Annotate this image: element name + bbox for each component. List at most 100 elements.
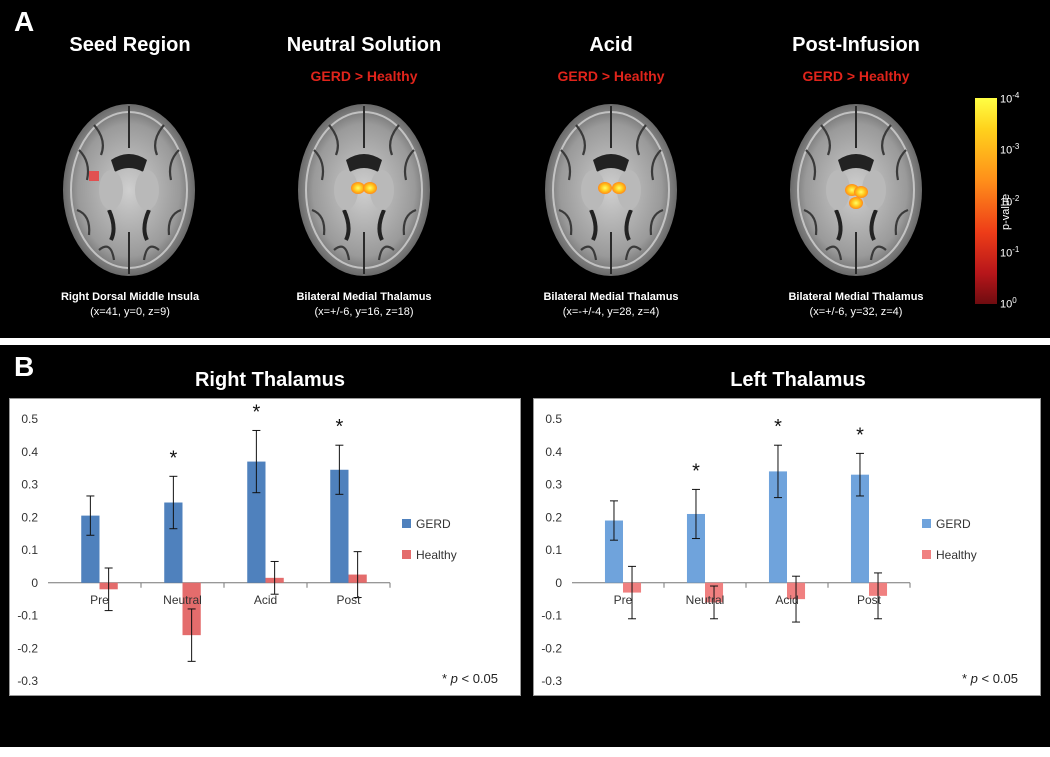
column-subtitle-acid: GERD > Healthy: [557, 68, 665, 84]
y-tick-label: 0.5: [21, 412, 38, 426]
brain-ventricle: [107, 209, 151, 241]
activation-cluster: [849, 197, 863, 209]
bar-gerd: [604, 520, 623, 583]
y-tick-label: 0.1: [545, 543, 562, 557]
brain-label-neutral: Bilateral Medial Thalamus (x=+/-6, y=16,…: [244, 290, 484, 320]
x-tick-label: Acid: [254, 593, 277, 607]
brain-ventricle: [838, 154, 874, 172]
x-tick-label: Post: [857, 593, 882, 607]
legend-label-healthy: Healthy: [936, 548, 977, 562]
brain-sulcus: [333, 245, 351, 261]
y-tick-label: -0.2: [17, 641, 38, 655]
colorbar-tick-label: 10-3: [1000, 142, 1020, 157]
region-name: Bilateral Medial Thalamus: [788, 291, 924, 303]
activation-cluster: [612, 182, 626, 194]
brain-nucleus: [99, 170, 123, 210]
brain-sulcus: [93, 124, 104, 156]
brain-sulcus: [895, 149, 907, 181]
brain-slice-seed: [59, 100, 199, 280]
significance-marker: *: [774, 416, 782, 438]
brain-sulcus: [402, 208, 417, 236]
chart-title-left-thalamus: Left Thalamus: [730, 369, 866, 391]
x-tick-label: Neutral: [163, 593, 202, 607]
brain-label-seed: Right Dorsal Middle Insula (x=41, y=0, z…: [10, 290, 250, 320]
brain-nucleus: [370, 170, 394, 210]
bar-gerd: [164, 502, 183, 583]
bar-gerd: [686, 513, 705, 583]
column-subtitle-neutral: GERD > Healthy: [310, 68, 418, 84]
legend-swatch-healthy: [402, 550, 411, 559]
bar-gerd: [81, 515, 100, 583]
brain-sulcus: [403, 149, 415, 181]
colorbar-tick-label: 100: [1000, 296, 1017, 311]
significance-marker: *: [856, 424, 864, 446]
column-title-seed: Seed Region: [69, 34, 191, 56]
brain-ventricle: [111, 154, 147, 172]
y-tick-label: 0.3: [545, 478, 562, 492]
activation-cluster: [854, 186, 868, 198]
brain-label-post: Bilateral Medial Thalamus (x=+/-6, y=32,…: [736, 290, 976, 320]
brain-ventricle: [593, 154, 629, 172]
brain-slice-acid: [541, 100, 681, 280]
chart-title-right-thalamus: Right Thalamus: [194, 369, 345, 391]
region-name: Bilateral Medial Thalamus: [543, 291, 679, 303]
brain-slice-neutral: [294, 100, 434, 280]
brain-sulcus: [580, 245, 598, 261]
brain-sulcus: [168, 149, 180, 181]
brain-ventricle: [342, 209, 386, 241]
region-name: Bilateral Medial Thalamus: [296, 291, 432, 303]
region-name: Right Dorsal Middle Insula: [60, 291, 200, 303]
bar-gerd: [247, 461, 266, 583]
colorbar-tick-label: 10-2: [1000, 194, 1020, 209]
y-tick-label: -0.1: [17, 609, 38, 623]
brain-slice-post: [786, 100, 926, 280]
y-tick-label: 0.3: [21, 478, 38, 492]
brain-sulcus: [881, 124, 892, 156]
region-coords: (x=+/-6, y=16, z=18): [314, 306, 414, 318]
column-title-neutral: Neutral Solution: [286, 34, 442, 56]
brain-slice-image: [790, 104, 922, 276]
x-tick-label: Neutral: [686, 593, 725, 607]
brain-slice-image: [298, 104, 430, 276]
brain-sulcus: [803, 208, 818, 236]
brain-sulcus: [311, 208, 326, 236]
brain-sulcus: [805, 149, 817, 181]
colorbar-tick-label: 10-4: [1000, 91, 1020, 106]
y-tick-label: 0: [31, 576, 38, 590]
brain-sulcus: [560, 149, 572, 181]
y-tick-label: 0.1: [21, 543, 38, 557]
brain-sulcus: [825, 245, 843, 261]
brain-sulcus: [377, 245, 395, 261]
x-tick-label: Pre: [614, 593, 633, 607]
legend-label-healthy: Healthy: [416, 548, 457, 562]
legend-label-gerd: GERD: [936, 517, 971, 531]
legend-swatch-healthy: [922, 550, 931, 559]
brain-ventricle: [834, 209, 878, 241]
brain-nucleus: [826, 170, 850, 210]
y-tick-label: -0.1: [541, 609, 562, 623]
legend-swatch-gerd: [922, 519, 931, 528]
brain-ventricle: [589, 209, 633, 241]
seed-region-marker: [89, 171, 99, 181]
brain-sulcus: [313, 149, 325, 181]
y-tick-label: -0.3: [17, 674, 38, 688]
brain-sulcus: [142, 245, 160, 261]
brain-label-acid: Bilateral Medial Thalamus (x=-+/-4, y=28…: [491, 290, 731, 320]
region-coords: (x=-+/-4, y=28, z=4): [562, 306, 660, 318]
significance-marker: *: [692, 460, 700, 482]
brain-sulcus: [328, 124, 339, 156]
legend-swatch-gerd: [402, 519, 411, 528]
brain-sulcus: [624, 245, 642, 261]
brain-slice-image: [63, 104, 195, 276]
brain-sulcus: [78, 149, 90, 181]
brain-nucleus: [135, 170, 159, 210]
significance-marker: *: [252, 401, 260, 423]
brain-nucleus: [617, 170, 641, 210]
brain-nucleus: [862, 170, 886, 210]
bar-gerd: [850, 474, 869, 583]
bar-gerd: [330, 469, 349, 583]
